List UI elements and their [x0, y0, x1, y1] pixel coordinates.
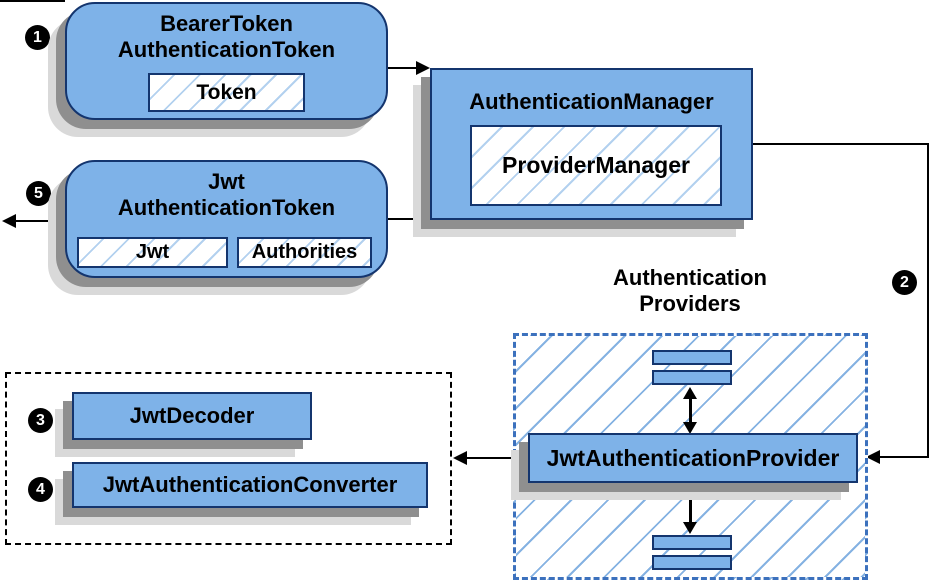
bearer-token-box-title: BearerToken AuthenticationToken [67, 11, 386, 63]
provider-to-converters-line [467, 457, 515, 459]
converters-group-box [5, 372, 452, 545]
provider-placeholder-bar [652, 370, 732, 385]
providers-heading-line2: Providers [639, 291, 741, 316]
provider-manager-box: ProviderManager [470, 125, 722, 206]
jwt-token-box-title: Jwt AuthenticationToken [67, 169, 386, 221]
into-providers-line [880, 456, 927, 458]
authentication-manager-box: AuthenticationManager ProviderManager [430, 68, 753, 220]
step-5-badge: 5 [26, 181, 51, 206]
bearer-token-title-line1: BearerToken [160, 11, 293, 36]
token-chip: Token [148, 73, 305, 112]
step-3-badge: 3 [28, 408, 53, 433]
authentication-manager-title: AuthenticationManager [469, 89, 714, 114]
provider-placeholder-bar [652, 350, 732, 365]
step-2-badge: 2 [892, 270, 917, 295]
jwt-authentication-token-box: Jwt AuthenticationToken Jwt Authorities [65, 160, 388, 278]
arrowhead-into-manager-icon [416, 61, 430, 75]
manager-right-line [753, 143, 929, 145]
jwt-authentication-converter-box: JwtAuthenticationConverter [72, 462, 428, 508]
provider-placeholder-bar [652, 555, 732, 570]
step-4-badge: 4 [28, 477, 53, 502]
arrow-up-icon [683, 387, 697, 399]
bearer-token-authentication-token-box: BearerToken AuthenticationToken Token [65, 2, 388, 120]
jwt-chip: Jwt [77, 237, 228, 268]
step-1-badge: 1 [25, 25, 50, 50]
bearer-to-manager-line [388, 67, 416, 69]
jwt-authentication-provider-box: JwtAuthenticationProvider [528, 433, 858, 483]
arrow-down-icon [683, 422, 697, 434]
right-vertical-line [927, 143, 929, 458]
arrow-stem [688, 396, 692, 425]
provider-placeholder-bar [652, 535, 732, 550]
manager-to-jwt-line [388, 218, 432, 220]
arrowhead-response-out-icon [2, 214, 16, 228]
jwt-token-title-line1: Jwt [208, 169, 245, 194]
jwt-decoder-box: JwtDecoder [72, 392, 312, 440]
double-arrow-top-icon [683, 387, 697, 434]
arrowhead-into-providers-icon [866, 450, 880, 464]
arrowhead-into-converters-icon [453, 451, 467, 465]
jwt-token-title-line2: AuthenticationToken [117, 195, 336, 220]
arrow-stem [688, 496, 692, 525]
double-arrow-bottom-icon [683, 487, 697, 534]
authorities-chip: Authorities [237, 237, 372, 268]
providers-heading-line1: Authentication [613, 265, 767, 290]
request-in-line [0, 0, 65, 2]
bearer-token-title-line2: AuthenticationToken [117, 37, 336, 62]
arrow-down-icon [683, 522, 697, 534]
jwt-out-line [16, 220, 65, 222]
authentication-providers-heading: Authentication Providers [565, 265, 815, 317]
arrow-up-icon [683, 487, 697, 499]
